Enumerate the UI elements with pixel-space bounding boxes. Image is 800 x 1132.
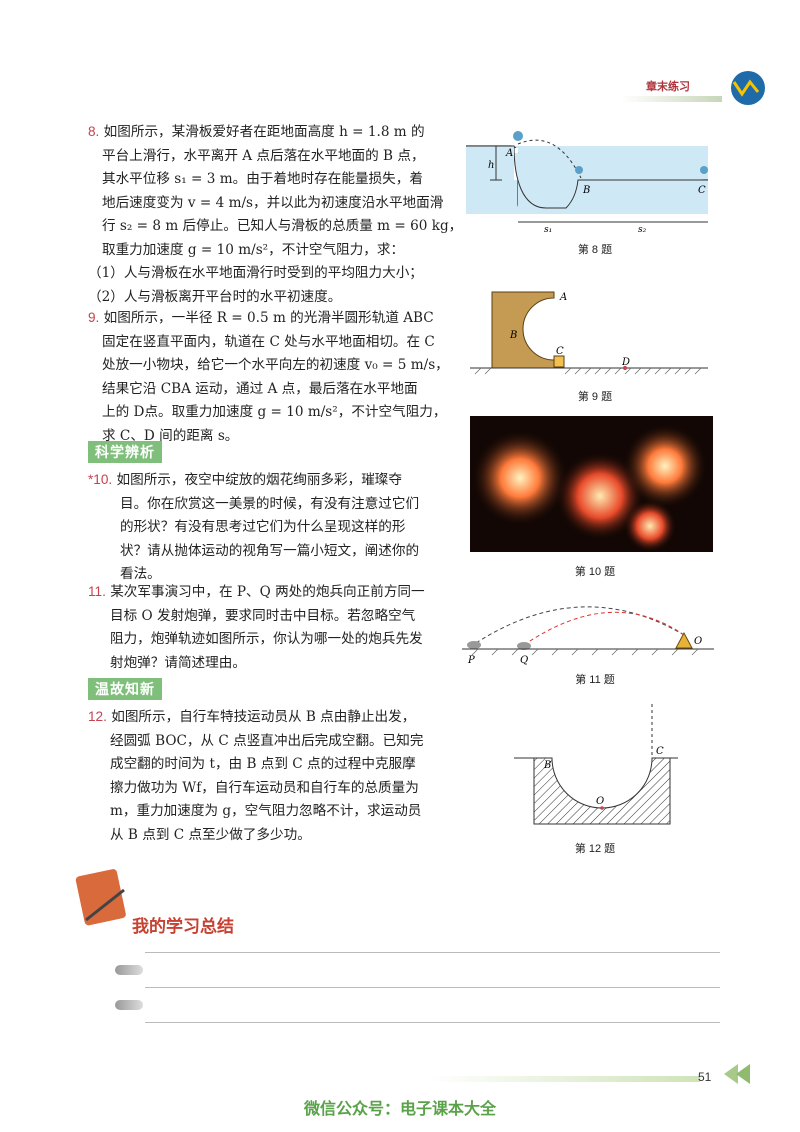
question-text-line: m，重力加速度为 g，空气阻力忽略不计，求运动员 bbox=[110, 803, 422, 819]
point-O bbox=[600, 806, 604, 810]
question-text-line: 射炮弹？请简述理由。 bbox=[110, 654, 246, 671]
question-text-line: 成空翻的时间为 t，由 B 点到 C 点的过程中克服摩 bbox=[110, 756, 416, 772]
question-9: 9. 如图所示，一半径 R = 0.5 m 的光滑半圆形轨道 ABC 固定在竖直… bbox=[88, 306, 449, 448]
question-text-line: 结果它沿 CBA 运动，通过 A 点，最后落在水平地面 bbox=[102, 380, 418, 397]
question-text-line: 擦力做功为 Wf，自行车运动员和自行车的总质量为 bbox=[110, 779, 419, 796]
footer-bar bbox=[430, 1076, 700, 1082]
chapter-tag: 章末练习 bbox=[646, 81, 690, 93]
figure-10-caption: 第 10 题 bbox=[574, 566, 616, 578]
page-arrows-icon bbox=[724, 1064, 750, 1084]
label-B: B bbox=[543, 760, 551, 771]
label-C: C bbox=[698, 185, 706, 196]
header-line bbox=[622, 96, 722, 102]
page-number: 51 bbox=[698, 1070, 712, 1084]
section-review-heading: 温故知新 bbox=[88, 678, 162, 700]
figure-8: A h B C s₁ s₂ bbox=[466, 131, 708, 235]
subquestion: （1）人与滑板在水平地面滑行时受到的平均阻力大小； bbox=[88, 265, 423, 281]
question-11: 11. 某次军事演习中，在 P、Q 两处的炮兵向正前方同一 目标 O 发射炮弹，… bbox=[88, 580, 448, 675]
question-text-line: 状？请从抛体运动的视角写一篇小短文，阐述你的 bbox=[120, 542, 420, 559]
figure-10-fireworks-photo bbox=[470, 416, 713, 552]
question-text-line: 如图所示，一半径 R = 0.5 m 的光滑半圆形轨道 ABC bbox=[103, 310, 434, 326]
pin-icon bbox=[115, 1000, 143, 1010]
label-O: O bbox=[596, 796, 604, 807]
footer-watermark: 微信公众号：电子课本大全 bbox=[303, 1101, 496, 1118]
target-O bbox=[675, 631, 693, 649]
semicircle-track bbox=[491, 291, 555, 369]
question-text-line: 行 s₂ = 8 m 后停止。已知人与滑板的总质量 m = 60 kg， bbox=[102, 218, 463, 234]
question-text-line: 如图所示，某滑板爱好者在距地面高度 h = 1.8 m 的 bbox=[103, 124, 425, 140]
question-text-line: 地后速度变为 v = 4 m/s，并以此为初速度沿水平地面滑 bbox=[102, 194, 444, 211]
question-10: *10. 如图所示，夜空中绽放的烟花绚丽多彩，璀璨夺 目。你在欣赏这一美景的时候… bbox=[88, 468, 448, 587]
skater-icon bbox=[513, 131, 523, 141]
label-A: A bbox=[505, 148, 513, 159]
question-text-line: 固定在竖直平面内，轨道在 C 处与水平地面相切。在 C bbox=[102, 333, 435, 350]
label-B: B bbox=[582, 185, 590, 196]
figure-11-caption: 第 11 题 bbox=[575, 674, 615, 686]
question-text-line: 某次军事演习中，在 P、Q 两处的炮兵向正前方同一 bbox=[110, 584, 425, 600]
trajectory-Q bbox=[523, 611, 685, 646]
label-C: C bbox=[556, 346, 564, 357]
question-text-line: 从 B 点到 C 点至少做了多少功。 bbox=[110, 826, 311, 843]
writing-line[interactable] bbox=[145, 987, 720, 988]
figure-9: A B C D bbox=[470, 291, 708, 375]
question-number: 12. bbox=[88, 709, 107, 724]
trajectory-curve bbox=[517, 139, 582, 179]
cannon-Q-icon bbox=[517, 642, 531, 650]
label-P: P bbox=[467, 655, 475, 666]
figure-11: P Q O bbox=[462, 606, 714, 666]
section-science-heading: 科学辨析 bbox=[88, 441, 162, 463]
question-text-line: 上的 D点。取重力加速度 g = 10 m/s²，不计空气阻力， bbox=[102, 404, 447, 420]
question-number: 9. bbox=[88, 310, 100, 325]
skater-icon bbox=[575, 166, 583, 174]
label-s2: s₂ bbox=[638, 225, 647, 235]
figure-9-caption: 第 9 题 bbox=[577, 391, 613, 403]
label-B: B bbox=[509, 330, 517, 341]
question-text-line: 处放一小物块，给它一个水平向左的初速度 v₀ = 5 m/s， bbox=[102, 357, 449, 373]
question-text-line: 目。你在欣赏这一美景的时候，有没有注意过它们 bbox=[120, 495, 420, 512]
subquestion: （2）人与滑板离开平台时的水平初速度。 bbox=[88, 288, 342, 305]
question-text-line: 求 C、D 间的距离 s。 bbox=[102, 427, 239, 444]
question-8: 8. 如图所示，某滑板爱好者在距地面高度 h = 1.8 m 的 平台上滑行，水… bbox=[88, 120, 463, 309]
header-logo-icon bbox=[731, 71, 765, 105]
cannon-P-icon bbox=[467, 641, 481, 649]
label-C: C bbox=[656, 746, 664, 757]
label-h: h bbox=[488, 160, 494, 171]
figure-8-caption: 第 8 题 bbox=[577, 244, 613, 256]
point-D bbox=[623, 366, 627, 370]
question-text-line: 经圆弧 BOC，从 C 点竖直冲出后完成空翻。已知完 bbox=[110, 732, 424, 749]
label-O: O bbox=[694, 636, 702, 647]
question-text-line: 如图所示，自行车特技运动员从 B 点由静止出发， bbox=[111, 709, 416, 725]
question-text-line: 目标 O 发射炮弹，要求同时击中目标。若忽略空气 bbox=[110, 607, 416, 624]
block bbox=[553, 355, 565, 368]
question-12: 12. 如图所示，自行车特技运动员从 B 点由静止出发， 经圆弧 BOC，从 C… bbox=[88, 705, 448, 847]
trajectory-P bbox=[475, 606, 685, 644]
pin-icon bbox=[115, 965, 143, 975]
summary-rule bbox=[145, 952, 720, 953]
question-text-line: 看法。 bbox=[120, 566, 161, 582]
figure-12-caption: 第 12 题 bbox=[574, 843, 616, 855]
question-number: 8. bbox=[88, 124, 100, 139]
label-Q: Q bbox=[520, 655, 528, 666]
question-text-line: 取重力加速度 g = 10 m/s²，不计空气阻力，求： bbox=[102, 241, 405, 258]
question-text-line: 的形状？有没有思考过它们为什么呈现这样的形 bbox=[120, 519, 406, 535]
notebook-pen-icon bbox=[75, 869, 126, 926]
figure-12: B C O bbox=[514, 704, 678, 825]
question-text-line: 阻力，炮弹轨迹如图所示，你认为哪一处的炮兵先发 bbox=[110, 631, 423, 647]
halfpipe bbox=[533, 757, 671, 825]
skater-icon bbox=[700, 166, 708, 174]
question-text-line: 其水平位移 s₁ = 3 m。由于着地时存在能量损失，着 bbox=[102, 171, 423, 187]
summary-title: 我的学习总结 bbox=[132, 917, 234, 936]
writing-line[interactable] bbox=[145, 1022, 720, 1023]
question-text-line: 平台上滑行，水平离开 A 点后落在水平地面的 B 点， bbox=[102, 147, 425, 164]
question-number: 11. bbox=[88, 584, 106, 599]
question-text-line: 如图所示，夜空中绽放的烟花绚丽多彩，璀璨夺 bbox=[116, 472, 402, 488]
label-s1: s₁ bbox=[544, 225, 552, 235]
label-D: D bbox=[621, 357, 630, 368]
label-A: A bbox=[559, 292, 567, 303]
question-number: *10. bbox=[88, 472, 113, 487]
